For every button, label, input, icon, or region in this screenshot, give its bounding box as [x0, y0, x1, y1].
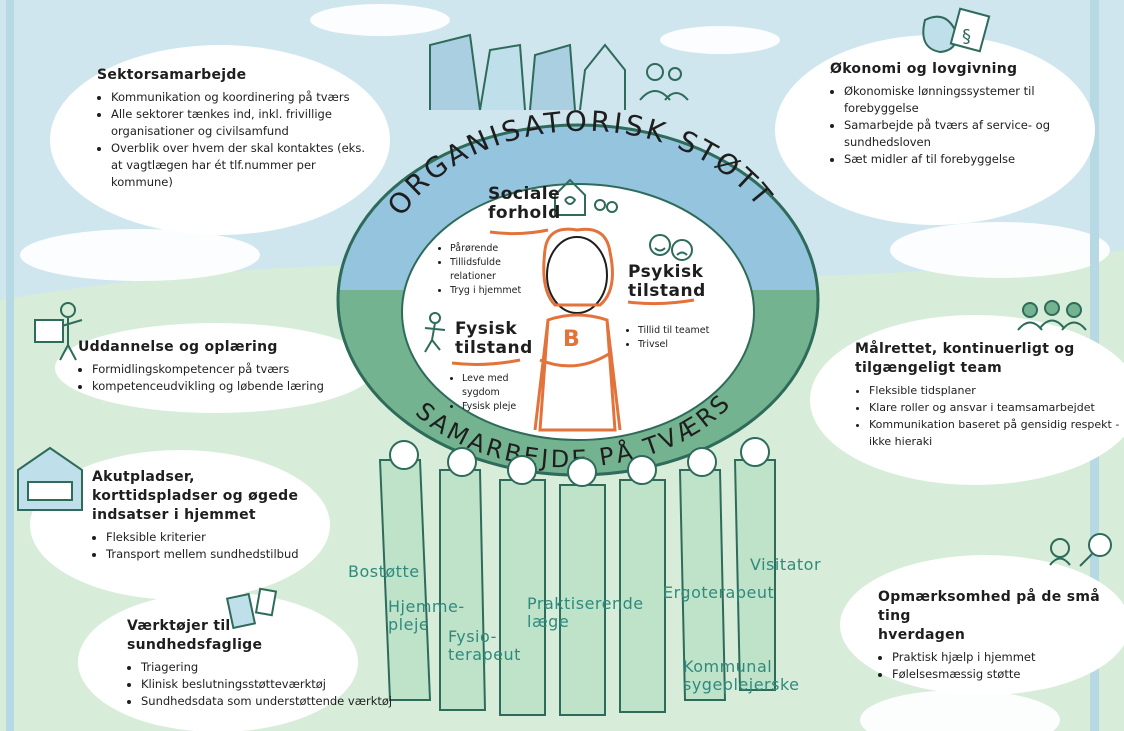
list-item: Triagering — [141, 659, 427, 676]
list-item: Leve med sygdom — [462, 372, 530, 400]
section-oekonomi: Økonomi og lovgivning Økonomiske lønning… — [830, 60, 1060, 168]
running-person-icon — [424, 312, 446, 353]
list-item: Kommunikation og koordinering på tværs — [111, 89, 377, 106]
buildings-icon — [429, 33, 689, 111]
psychic-block: Psykisk tilstand — [628, 263, 708, 301]
list-item: Pårørende — [450, 242, 538, 256]
section-akut: Akutpladser, korttidspladser og øgede in… — [92, 468, 322, 563]
social-title-2: forhold — [488, 203, 561, 223]
role-label: Ergoterapeut — [663, 583, 775, 602]
role-fysioterapeut: Fysio- terapeut — [448, 628, 521, 664]
section-maalrettet: Målrettet, kontinuerligt og tilgængeligt… — [855, 340, 1120, 450]
role-kommunal-sygeplejerske: Kommunal sygeplejerske — [683, 658, 800, 694]
section-title: Sektorsamarbejde — [97, 67, 247, 83]
section-title-line: Opmærksomhed på de små ting — [878, 589, 1100, 624]
social-block: Sociale forhold — [488, 185, 568, 223]
list-item: Tryg i hjemmet — [450, 284, 538, 298]
role-label: Praktiserende — [527, 594, 644, 613]
role-bostotte: Bostøtte — [348, 563, 420, 581]
social-title-1: Sociale — [488, 184, 561, 204]
list-item: Økonomiske lønningssystemer til forebygg… — [844, 83, 1060, 117]
section-title-line: sundhedsfaglige — [127, 637, 263, 653]
role-label: Kommunal — [683, 657, 773, 676]
role-hjemmepleje: Hjemme- pleje — [388, 598, 465, 634]
list-item: Klare roller og ansvar i teamsamarbejdet — [869, 399, 1120, 416]
text-bubbles — [30, 35, 1124, 731]
list-item: Klinisk beslutningsstøtteværktøj — [141, 676, 427, 693]
list-item: Alle sektorer tænkes ind, inkl. frivilli… — [111, 106, 377, 140]
list-item: Kommunikation baseret på gensidig respek… — [869, 416, 1120, 450]
physical-title-1: Fysisk — [455, 319, 518, 339]
section-uddannelse: Uddannelse og oplæring Formidlingskompet… — [78, 338, 348, 395]
social-list: Pårørende Tillidsfulde relationer Tryg i… — [438, 240, 538, 298]
section-title-line: Værktøjer til — [127, 618, 231, 634]
list-item: Fleksible tidsplaner — [869, 382, 1120, 399]
person-badge: B — [563, 327, 580, 352]
list-item: Praktisk hjælp i hjemmet — [892, 649, 1118, 666]
clouds — [20, 4, 1110, 731]
list-item: Trivsel — [638, 338, 736, 352]
physical-list: Leve med sygdom Fysisk pleje — [450, 370, 530, 414]
physical-title-2: tilstand — [455, 338, 533, 358]
section-vaerktoej: Værktøjer til sundhedsfaglige Triagering… — [127, 617, 427, 710]
smiley-faces-icon — [649, 234, 693, 261]
role-label: Bostøtte — [348, 562, 420, 581]
role-label: sygeplejerske — [683, 675, 800, 694]
section-title-line: korttidspladser og øgede — [92, 488, 299, 504]
list-item: Transport mellem sundhedstilbud — [106, 546, 322, 563]
list-item: Følelsesmæssig støtte — [892, 666, 1118, 683]
list-item: kompetenceudvikling og løbende læring — [92, 378, 348, 395]
section-title-line: Målrettet, kontinuerligt og — [855, 341, 1075, 357]
section-title: Uddannelse og oplæring — [78, 339, 278, 355]
section-title-line: Akutpladser, — [92, 469, 195, 485]
psychic-list: Tillid til teamet Trivsel — [626, 322, 736, 352]
list-item: Sæt midler af til forebyggelse — [844, 151, 1060, 168]
section-title-line: hverdagen — [878, 627, 966, 643]
central-person-illustration — [533, 227, 622, 432]
role-visitator: Visitator — [750, 556, 821, 574]
money-law-icon: § — [922, 7, 991, 54]
svg-text:§: § — [962, 26, 971, 47]
section-sektorsamarbejde: Sektorsamarbejde Kommunikation og koordi… — [97, 66, 377, 191]
list-item: Fleksible kriterier — [106, 529, 322, 546]
physical-block: Fysisk tilstand — [455, 320, 535, 358]
teacher-icon — [34, 302, 83, 361]
team-icon — [1017, 300, 1087, 331]
role-label: Fysio- — [448, 627, 497, 646]
psychic-title-2: tilstand — [628, 281, 706, 301]
house-bed-icon — [17, 446, 83, 511]
list-item: Tillidsfulde relationer — [450, 256, 538, 284]
section-opmaerksomhed: Opmærksomhed på de små ting hverdagen Pr… — [878, 588, 1118, 683]
role-label: terapeut — [448, 645, 521, 664]
role-label: pleje — [388, 615, 430, 634]
list-item: Sundhedsdata som understøttende værktøj — [141, 693, 427, 710]
role-label: læge — [527, 612, 570, 631]
role-praktiserende-laege: Praktiserende læge — [527, 595, 644, 631]
list-item: Overblik over hvem der skal kontaktes (e… — [111, 140, 377, 191]
list-item: Samarbejde på tværs af service- og sundh… — [844, 117, 1060, 151]
section-title-line: tilgængeligt team — [855, 360, 1002, 376]
section-title: Økonomi og lovgivning — [830, 61, 1018, 77]
heart-house-icon — [554, 178, 618, 216]
list-item: Tillid til teamet — [638, 324, 736, 338]
psychic-title-1: Psykisk — [628, 262, 704, 282]
magnifier-icon — [1049, 533, 1112, 567]
crowd-illustration — [378, 459, 776, 716]
role-label: Hjemme- — [388, 597, 465, 616]
list-item: Fysisk pleje — [462, 400, 530, 414]
list-item: Formidlingskompetencer på tværs — [92, 361, 348, 378]
role-label: Visitator — [750, 555, 822, 574]
section-title-line: indsatser i hjemmet — [92, 507, 256, 523]
role-ergoterapeut: Ergoterapeut — [663, 584, 774, 602]
phone-tools-icon — [225, 587, 278, 630]
